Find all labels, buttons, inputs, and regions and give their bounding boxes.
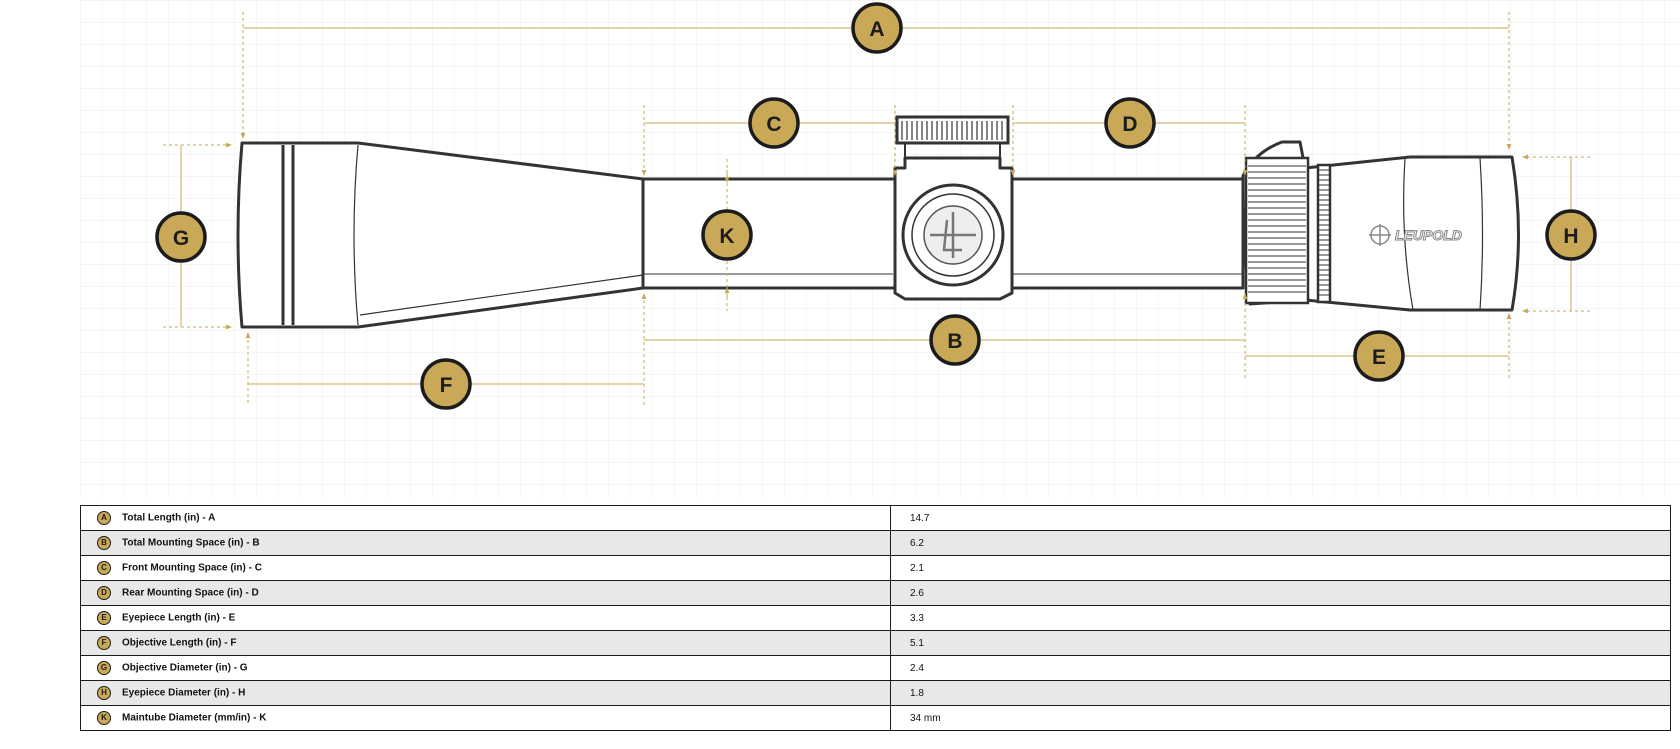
spec-label-cell: G Objective Diameter (in) - G	[80, 655, 891, 681]
table-row: A Total Length (in) - A 14.7	[80, 505, 1671, 531]
spec-label: Eyepiece Diameter (in) - H	[122, 687, 246, 699]
svg-text:C: C	[766, 113, 781, 136]
table-row: B Total Mounting Space (in) - B 6.2	[80, 530, 1671, 556]
table-row: E Eyepiece Length (in) - E 3.3	[80, 605, 1671, 631]
spec-value: 2.6	[890, 580, 1671, 606]
spec-badge: H	[97, 686, 111, 700]
brand-text: LEUPOLD	[1395, 227, 1462, 243]
spec-value: 14.7	[890, 505, 1671, 531]
badge-e: E	[1353, 330, 1405, 382]
dimension-badges: A C D G K H B E	[155, 2, 1597, 410]
badge-g: G	[155, 211, 207, 263]
spec-badge: B	[97, 536, 111, 550]
badge-f: F	[420, 358, 472, 410]
spec-badge: F	[97, 636, 111, 650]
spec-badge: A	[97, 511, 111, 525]
spec-label-cell: B Total Mounting Space (in) - B	[80, 530, 891, 556]
badge-a: A	[851, 2, 903, 54]
spec-value: 34 mm	[890, 705, 1671, 731]
spec-value: 1.8	[890, 680, 1671, 706]
scope-drawing: LEUPOLD	[155, 2, 1597, 410]
spec-label: Total Length (in) - A	[122, 512, 216, 524]
spec-label: Maintube Diameter (mm/in) - K	[122, 712, 267, 724]
svg-text:K: K	[719, 225, 734, 248]
spec-badge: C	[97, 561, 111, 575]
svg-text:G: G	[173, 227, 189, 250]
turret-knurl	[901, 121, 1003, 140]
table-row: H Eyepiece Diameter (in) - H 1.8	[80, 680, 1671, 706]
objective-bell	[236, 141, 645, 329]
spec-value: 3.3	[890, 605, 1671, 631]
badge-d: D	[1104, 97, 1156, 149]
table-row: G Objective Diameter (in) - G 2.4	[80, 655, 1671, 681]
badge-h: H	[1545, 209, 1597, 261]
svg-text:F: F	[440, 374, 453, 397]
spec-badge: G	[97, 661, 111, 675]
spec-label-cell: C Front Mounting Space (in) - C	[80, 555, 891, 581]
spec-label: Rear Mounting Space (in) - D	[122, 587, 259, 599]
spec-value: 5.1	[890, 630, 1671, 656]
ocular-details	[1244, 156, 1484, 311]
objective-details	[281, 144, 644, 326]
diopter-ring	[1244, 156, 1310, 305]
badge-b: B	[929, 314, 981, 366]
spec-label-cell: H Eyepiece Diameter (in) - H	[80, 680, 891, 706]
spec-label-cell: K Maintube Diameter (mm/in) - K	[80, 705, 891, 731]
spec-label: Eyepiece Length (in) - E	[122, 612, 236, 624]
svg-text:H: H	[1563, 225, 1578, 248]
spec-label: Objective Diameter (in) - G	[122, 662, 248, 674]
badge-k: K	[701, 209, 753, 261]
spec-badge: E	[97, 611, 111, 625]
spec-label-cell: E Eyepiece Length (in) - E	[80, 605, 891, 631]
spec-value: 2.1	[890, 555, 1671, 581]
spec-badge: K	[97, 711, 111, 725]
svg-text:A: A	[869, 18, 884, 41]
svg-text:D: D	[1122, 113, 1137, 136]
spec-badge: D	[97, 586, 111, 600]
table-row: C Front Mounting Space (in) - C 2.1	[80, 555, 1671, 581]
brand-mark: LEUPOLD	[1369, 224, 1462, 246]
spec-label-cell: D Rear Mounting Space (in) - D	[80, 580, 891, 606]
svg-text:B: B	[947, 330, 962, 353]
table-row: K Maintube Diameter (mm/in) - K 34 mm	[80, 705, 1671, 731]
spec-label-cell: F Objective Length (in) - F	[80, 630, 891, 656]
badge-c: C	[748, 97, 800, 149]
spec-value: 2.4	[890, 655, 1671, 681]
table-row: F Objective Length (in) - F 5.1	[80, 630, 1671, 656]
table-row: D Rear Mounting Space (in) - D 2.6	[80, 580, 1671, 606]
svg-text:E: E	[1372, 346, 1386, 369]
spec-label: Front Mounting Space (in) - C	[122, 562, 262, 574]
spec-value: 6.2	[890, 530, 1671, 556]
spec-label: Total Mounting Space (in) - B	[122, 537, 260, 549]
spec-label-cell: A Total Length (in) - A	[80, 505, 891, 531]
spec-label: Objective Length (in) - F	[122, 637, 237, 649]
